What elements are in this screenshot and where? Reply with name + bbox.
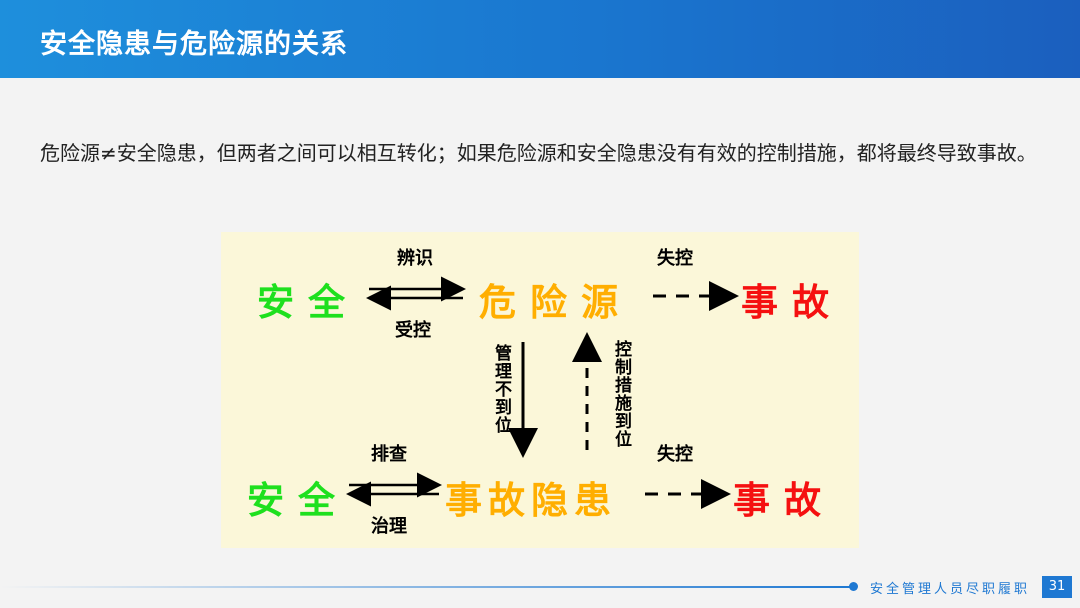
label-control-measures-in-place: 控制措施到位 — [611, 340, 631, 448]
diagram-arrows — [346, 276, 739, 509]
top-accident-text: 事故 — [741, 281, 843, 324]
bottom-safe-text: 安全 — [247, 479, 349, 522]
label-remediate: 治理 — [371, 516, 407, 537]
top-safe-text: 安全 — [257, 281, 359, 324]
top-hazard-source-text: 危险源 — [479, 281, 632, 324]
label-management-inadequate: 管理不到位 — [491, 344, 511, 434]
bottom-label-lose-control: 失控 — [657, 444, 693, 465]
page-number: 31 — [1042, 576, 1072, 598]
top-label-lose-control: 失控 — [657, 248, 693, 269]
label-inspect: 排查 — [371, 444, 407, 465]
label-controlled: 受控 — [395, 320, 431, 341]
page-title: 安全隐患与危险源的关系 — [40, 29, 348, 60]
bottom-hidden-danger-text: 事故隐患 — [445, 479, 617, 522]
bottom-accident-text: 事故 — [733, 479, 835, 522]
label-identify: 辨识 — [397, 248, 433, 269]
relationship-diagram: 安全 辨识 受控 危险源 失控 事故 管理不到位 控制措施到位 安全 排查 治理… — [221, 232, 859, 548]
footer-dot — [849, 582, 858, 591]
intro-paragraph: 危险源≠安全隐患，但两者之间可以相互转化；如果危险源和安全隐患没有有效的控制措施… — [40, 141, 1037, 165]
footer-line — [0, 586, 852, 588]
header-bar: 安全隐患与危险源的关系 — [0, 0, 1080, 78]
footer-tagline: 安全管理人员尽职履职 — [870, 582, 1031, 597]
